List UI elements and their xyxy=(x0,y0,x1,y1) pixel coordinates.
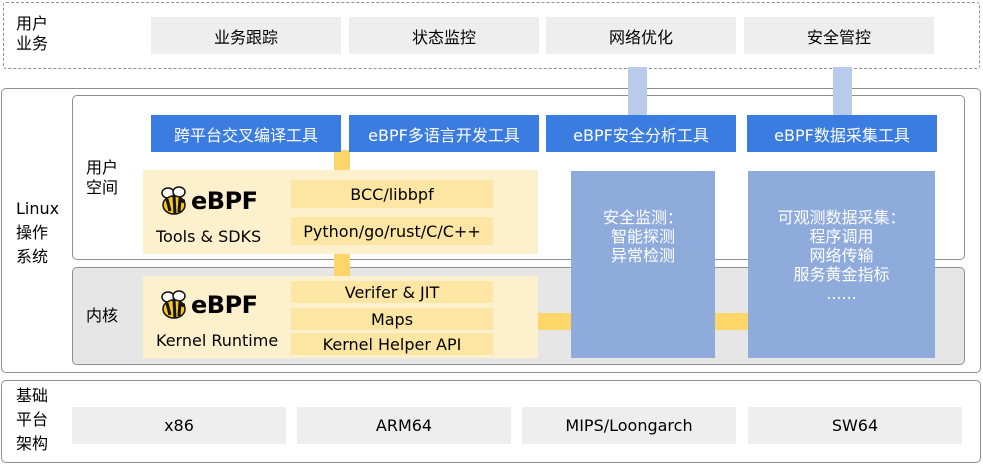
languages-item: Python/go/rust/C/C++ xyxy=(291,217,493,245)
cross-compile-tool-button: 跨平台交叉编译工具 xyxy=(151,115,341,152)
linux-os-label: Linux 操作 系统 xyxy=(16,199,60,266)
verifier-jit-item: Verifer & JIT xyxy=(291,281,493,303)
bee-icon xyxy=(161,186,186,215)
bee-icon xyxy=(161,290,186,319)
linux-os-frame xyxy=(1,88,981,373)
platform-label: 基础 平台 架构 xyxy=(16,386,49,453)
observability-panel: 可观测数据采集： 程序调用 网络传输 服务黄金指标 ...... xyxy=(748,171,935,358)
user-business-label: 用户 业务 xyxy=(16,14,49,53)
x86-box: x86 xyxy=(72,407,286,444)
kernel-label: 内核 xyxy=(86,306,119,325)
security-control-box: 安全管控 xyxy=(744,17,934,54)
connector-network xyxy=(628,67,647,117)
tools-sdks-caption: Tools & SDKS xyxy=(156,227,262,246)
network-optimization-box: 网络优化 xyxy=(546,17,736,54)
ebpf-logo-text: eBPF xyxy=(191,187,258,215)
data-collection-tool-button: eBPF数据采集工具 xyxy=(747,115,937,152)
business-tracking-box: 业务跟踪 xyxy=(151,17,341,54)
ebpf-logo-text: eBPF xyxy=(191,291,258,319)
ebpf-logo-tools: eBPF xyxy=(157,184,258,218)
security-analysis-tool-button: eBPF安全分析工具 xyxy=(546,115,736,152)
user-space-label: 用户 空间 xyxy=(86,158,119,197)
kernel-helper-api-item: Kernel Helper API xyxy=(291,333,493,355)
maps-item: Maps xyxy=(291,308,493,330)
status-monitor-box: 状态监控 xyxy=(349,17,539,54)
ebpf-logo-kernel: eBPF xyxy=(157,288,258,322)
platform-frame xyxy=(1,380,981,463)
mips-loongarch-box: MIPS/Loongarch xyxy=(522,407,736,444)
bcc-libbpf-item: BCC/libbpf xyxy=(291,180,493,208)
kernel-runtime-caption: Kernel Runtime xyxy=(156,331,279,350)
connector-security xyxy=(833,67,852,117)
sw64-box: SW64 xyxy=(748,407,962,444)
multi-language-dev-tool-button: eBPF多语言开发工具 xyxy=(349,115,539,152)
user-business-frame xyxy=(3,2,980,69)
security-monitor-panel: 安全监测： 智能探测 异常检测 xyxy=(571,171,715,358)
arm64-box: ARM64 xyxy=(297,407,511,444)
